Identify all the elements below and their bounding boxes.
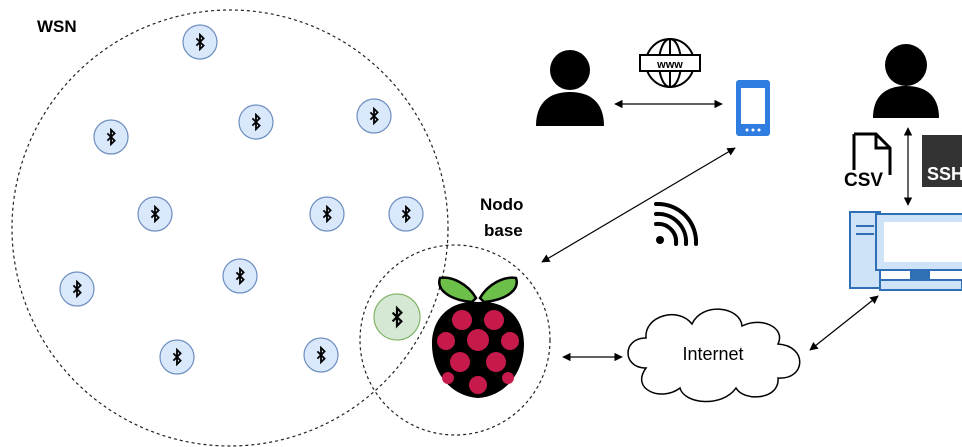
sensor-node xyxy=(388,196,424,232)
base-sensor-node xyxy=(373,293,421,341)
sensor-node xyxy=(309,196,345,232)
csv-label: CSV xyxy=(844,170,883,191)
user-icon xyxy=(873,44,939,118)
sensor-node xyxy=(137,196,173,232)
wsn-label: WSN xyxy=(37,17,77,36)
cloud-icon: Internet xyxy=(627,308,801,403)
sensor-node xyxy=(93,119,129,155)
internet-computer-link xyxy=(809,295,879,351)
internet-label: Internet xyxy=(682,344,743,364)
raspberry-pi-icon xyxy=(432,276,524,398)
user-icon xyxy=(536,50,604,126)
sensor-node xyxy=(59,271,95,307)
sensor-node xyxy=(182,24,218,60)
wsn-boundary xyxy=(11,9,449,447)
base-node-label-line2: base xyxy=(484,221,523,240)
sensor-node xyxy=(159,339,195,375)
sensor-node xyxy=(303,337,339,373)
ssh-label: SSH xyxy=(927,164,962,184)
phone-base-link xyxy=(541,147,736,263)
sensor-node xyxy=(356,98,392,134)
sensor-node xyxy=(222,258,258,294)
ssh-terminal-icon: SSH xyxy=(922,135,962,187)
globe-icon: www xyxy=(639,38,701,88)
base-node-boundary xyxy=(359,244,551,436)
csv-file-icon: CSV xyxy=(844,132,892,191)
wifi-signal-icon xyxy=(654,201,699,246)
smartphone-icon xyxy=(736,80,770,136)
www-label: www xyxy=(656,59,683,71)
sensor-node xyxy=(238,104,274,140)
base-node-label-line1: Nodo xyxy=(480,195,523,214)
desktop-computer-icon xyxy=(849,211,962,291)
